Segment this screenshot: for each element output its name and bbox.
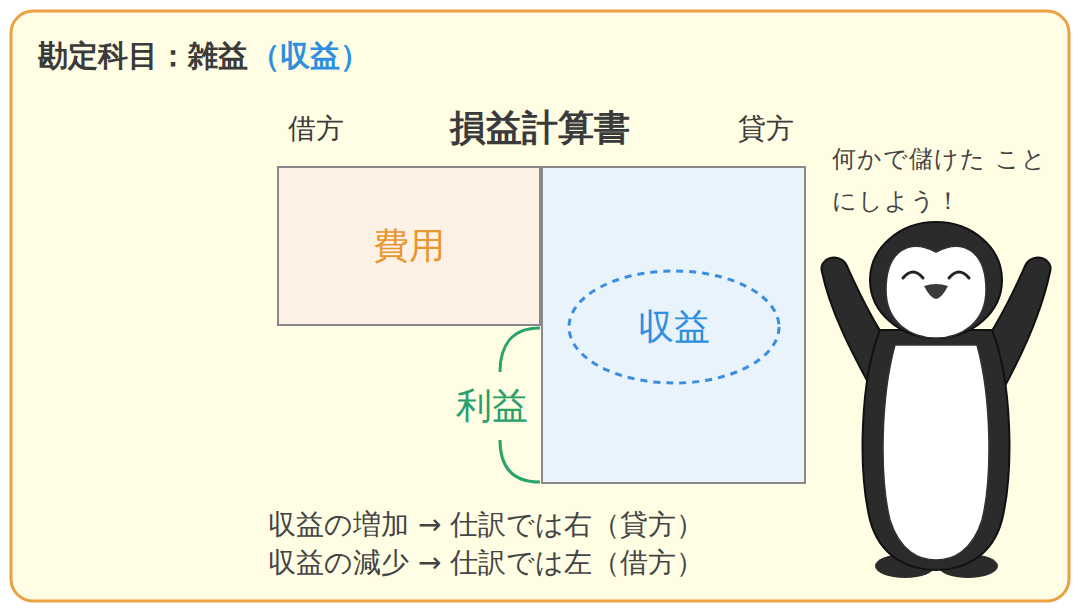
- profit-bracket: [500, 440, 540, 482]
- title: 勘定科目：雑益: [38, 38, 248, 74]
- revenue-box: 収益: [541, 166, 806, 484]
- rule-note: 収益の減少 → 仕訳では左（借方）: [268, 546, 704, 580]
- node-label: 収益: [638, 305, 710, 348]
- profit-bracket: [500, 328, 540, 372]
- penguin-illustration: [821, 222, 1050, 578]
- panel: [11, 11, 1069, 601]
- title-category: （収益）: [250, 38, 370, 74]
- revenue-ellipse: 収益: [567, 269, 781, 385]
- rule-note: 収益の増加 → 仕訳では右（貸方）: [268, 508, 704, 542]
- ellipse-outline: [569, 271, 779, 383]
- statement-heading: 損益計算書: [450, 106, 630, 149]
- expense-box: 費用: [277, 166, 541, 326]
- profit-label: 利益: [454, 382, 530, 429]
- node-label: 費用: [373, 224, 445, 267]
- speech-text: 何かで儲けた ことにしよう！: [832, 138, 1057, 222]
- debit-label: 借方: [288, 112, 344, 146]
- credit-label: 貸方: [738, 112, 794, 146]
